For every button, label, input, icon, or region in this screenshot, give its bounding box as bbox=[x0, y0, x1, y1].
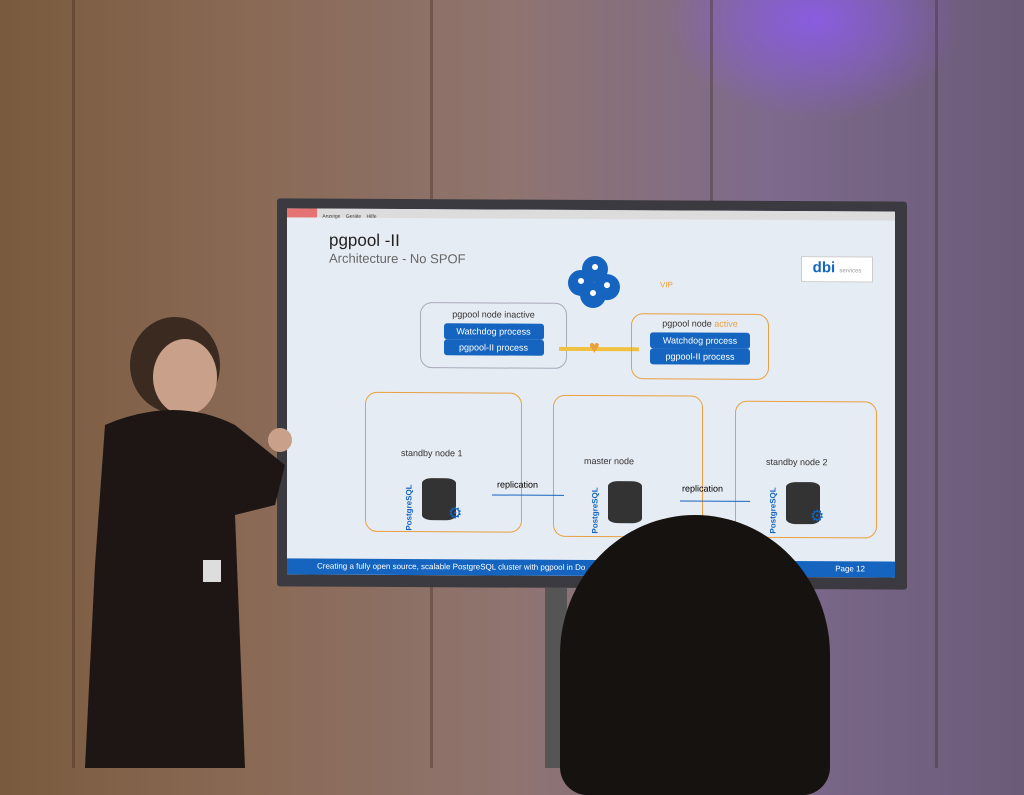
pgpool-process: pgpool-II process bbox=[443, 339, 544, 356]
pgpool-node-inactive: pgpool node inactive Watchdog process pg… bbox=[420, 302, 567, 369]
presenter bbox=[85, 317, 292, 768]
window-title bbox=[287, 208, 317, 218]
menu-item[interactable]: Hilfe bbox=[366, 213, 377, 220]
users-cloud-icon bbox=[568, 256, 620, 309]
slide-subtitle: Architecture - No SPOF bbox=[329, 250, 466, 267]
wall-seam bbox=[72, 0, 75, 768]
postgresql-label: PostgreSQL bbox=[590, 487, 600, 534]
node-label: master node bbox=[584, 455, 635, 467]
node-status: active bbox=[714, 318, 738, 329]
standby-node-2: standby node 2 ⚙ PostgreSQL bbox=[735, 400, 877, 539]
wall-seam bbox=[935, 0, 938, 768]
postgresql-label: PostgreSQL bbox=[404, 484, 414, 531]
page-number: Page 12 bbox=[835, 564, 865, 574]
menu-item[interactable]: Geräte bbox=[345, 213, 362, 220]
watchdog-process: Watchdog process bbox=[443, 323, 544, 340]
node-label: standby node 2 bbox=[766, 456, 828, 468]
replication-label: replication bbox=[682, 483, 724, 494]
node-label: pgpool node inactive bbox=[452, 309, 535, 320]
purple-light bbox=[664, 0, 964, 120]
heart-icon: ♥ bbox=[589, 336, 600, 358]
gear-icon: ⚙ bbox=[810, 508, 825, 526]
slide: Anzeige Geräte Hilfe pgpool -II Architec… bbox=[287, 208, 895, 578]
standby-node-1: standby node 1 ⚙ PostgreSQL bbox=[365, 391, 522, 533]
replication-label: replication bbox=[497, 479, 539, 490]
pgpool-node-active: pgpool node active Watchdog process pgpo… bbox=[631, 313, 769, 380]
watchdog-process: Watchdog process bbox=[650, 332, 750, 349]
menu-item[interactable]: Anzeige bbox=[322, 213, 341, 220]
vip-label: VIP bbox=[660, 280, 673, 290]
dbi-logo: dbi services bbox=[801, 256, 873, 283]
tv-monitor: Anzeige Geräte Hilfe pgpool -II Architec… bbox=[277, 198, 907, 590]
database-icon bbox=[608, 481, 642, 524]
menubar: Anzeige Geräte Hilfe bbox=[287, 208, 895, 221]
pgpool-process: pgpool-II process bbox=[650, 348, 750, 365]
gear-icon: ⚙ bbox=[448, 505, 463, 523]
postgresql-label: PostgreSQL bbox=[768, 487, 778, 534]
slide-title: pgpool -II bbox=[329, 230, 400, 250]
node-label: pgpool node bbox=[662, 318, 712, 329]
audience-head bbox=[560, 515, 830, 795]
footer-text: Creating a fully open source, scalable P… bbox=[317, 561, 586, 572]
node-label: standby node 1 bbox=[401, 447, 463, 459]
